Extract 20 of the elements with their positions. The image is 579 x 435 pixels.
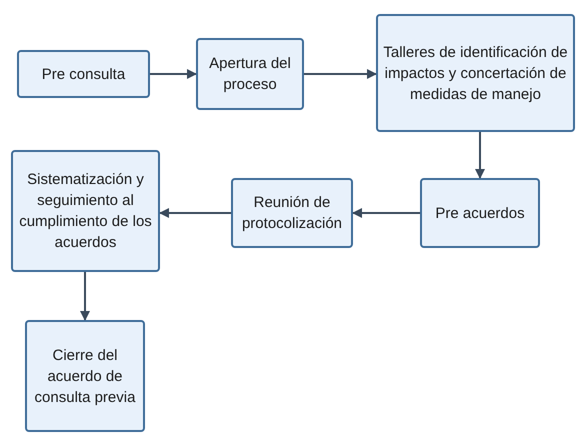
process-box bbox=[196, 38, 304, 110]
process-box bbox=[420, 178, 540, 248]
arrow bbox=[159, 208, 231, 218]
arrow bbox=[475, 132, 485, 179]
arrow bbox=[80, 272, 90, 321]
arrow bbox=[304, 69, 377, 79]
box-label: Sistematización y seguimiento al cumplimiento de los acuerdos bbox=[18, 170, 153, 253]
process-box bbox=[25, 320, 145, 432]
box-label: Apertura del proceso bbox=[208, 54, 292, 95]
process-box bbox=[376, 14, 575, 132]
box-label: Cierre del acuerdo de consulta previa bbox=[34, 346, 136, 408]
process-box bbox=[17, 50, 150, 98]
box-label: Reunión de protocolización bbox=[240, 193, 344, 234]
arrow bbox=[150, 69, 197, 79]
process-box bbox=[11, 150, 160, 272]
process-box bbox=[231, 178, 353, 248]
box-label: Talleres de identificación de impactos y concertación de medidas de manejo bbox=[382, 42, 569, 104]
arrow bbox=[352, 208, 420, 218]
box-label: Pre consulta bbox=[42, 64, 126, 84]
box-label: Pre acuerdos bbox=[435, 204, 525, 224]
